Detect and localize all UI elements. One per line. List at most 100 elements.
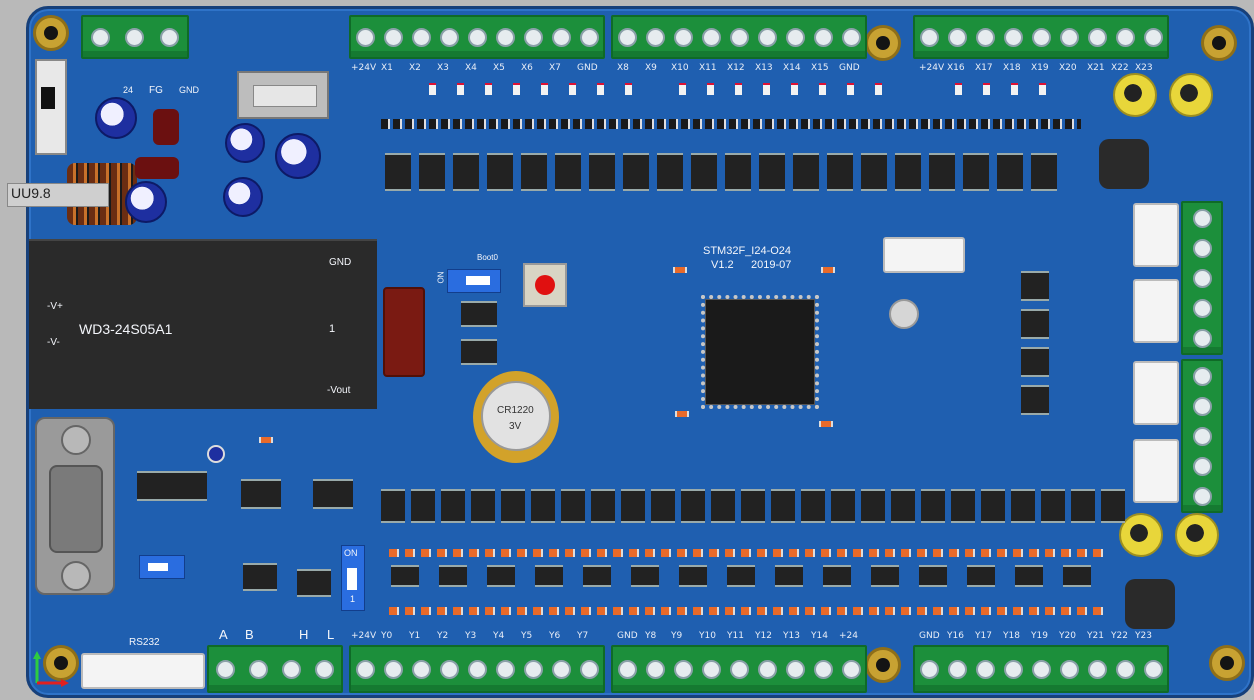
- ic-chip: [461, 339, 497, 365]
- rs232-jst-connector[interactable]: [81, 653, 205, 689]
- jst-connector[interactable]: [1133, 203, 1179, 267]
- boot-label: Boot0: [477, 253, 498, 262]
- led-indicator: [889, 299, 919, 329]
- input-label: GND: [839, 63, 860, 73]
- bottom-output-labels: +24V Y0 Y1 Y2 Y3 Y4 Y5 Y6 Y7 GND Y8 Y9 Y…: [351, 631, 1152, 643]
- input-label: X3: [437, 63, 449, 73]
- smd-resistor: [821, 267, 835, 273]
- input-label: X2: [409, 63, 421, 73]
- ic-chip: [297, 569, 331, 597]
- mounting-hole: [865, 25, 901, 61]
- input-label: X12: [727, 63, 745, 73]
- mounting-hole: [33, 15, 69, 51]
- rs485-dip-switch[interactable]: [139, 555, 185, 579]
- output-label: Y21: [1087, 631, 1104, 641]
- output-label: Y13: [783, 631, 800, 641]
- bottom-resistor-row: [389, 549, 1109, 557]
- output-label: Y17: [975, 631, 992, 641]
- output-label: Y16: [947, 631, 964, 641]
- input-label: X14: [783, 63, 801, 73]
- jst-connector[interactable]: [1133, 279, 1179, 343]
- input-terminal-block-2: [611, 15, 867, 59]
- input-label: X16: [947, 63, 965, 73]
- output-label: Y4: [493, 631, 505, 641]
- input-label: X13: [755, 63, 773, 73]
- input-label: X5: [493, 63, 505, 73]
- input-label: X23: [1135, 63, 1153, 73]
- output-label: Y2: [437, 631, 449, 641]
- output-label: Y11: [727, 631, 744, 641]
- jst-connector[interactable]: [883, 237, 965, 273]
- label-h: H: [299, 627, 309, 642]
- smd-resistor: [673, 267, 687, 273]
- dip-on-label: ON: [344, 548, 358, 558]
- can-dip-switch[interactable]: ON 1: [341, 545, 365, 611]
- ic-chip: [1021, 271, 1049, 301]
- ic-chip: [1021, 347, 1049, 377]
- input-label: X4: [465, 63, 477, 73]
- db9-serial-connector[interactable]: [35, 417, 115, 595]
- input-label: GND: [577, 63, 598, 73]
- output-label: Y3: [465, 631, 477, 641]
- board-version: V1.2: [711, 259, 734, 271]
- output-label: GND: [617, 631, 638, 641]
- input-label: X6: [521, 63, 533, 73]
- yellow-capacitor: [1119, 513, 1163, 557]
- output-terminal-block-2: [611, 645, 867, 693]
- rs232-label: RS232: [129, 637, 160, 648]
- bottom-driver-row: [381, 489, 1125, 523]
- ic-chip: [1021, 309, 1049, 339]
- dcdc-plus: 1: [329, 323, 336, 335]
- electrolytic-capacitor: [125, 181, 167, 223]
- mounting-hole: [1209, 645, 1245, 681]
- ic-chip: [1021, 385, 1049, 415]
- gnd-label: GND: [179, 85, 199, 95]
- output-label: Y5: [521, 631, 533, 641]
- output-label: +24V: [351, 631, 377, 641]
- input-label: X21: [1087, 63, 1105, 73]
- output-label: Y9: [671, 631, 683, 641]
- coin-cell-battery: CR1220 3V: [473, 371, 559, 463]
- input-label: X1: [381, 63, 393, 73]
- dcdc-module: WD3-24S05A1 GND 1 -V+ -V- -Vout: [29, 239, 377, 409]
- input-label: +24V: [351, 63, 377, 73]
- mounting-hole: [43, 645, 79, 681]
- output-label: Y0: [381, 631, 393, 641]
- dcdc-vin-plus: -V+: [47, 301, 63, 312]
- smd-resistor: [819, 421, 833, 427]
- dcdc-label: WD3-24S05A1: [79, 321, 173, 337]
- fuse: [383, 287, 425, 377]
- input-label: X9: [645, 63, 657, 73]
- electrolytic-capacitor: [275, 133, 321, 179]
- input-label: +24V: [919, 63, 945, 73]
- smd-resistor: [259, 437, 273, 443]
- input-label: X15: [811, 63, 829, 73]
- output-label: Y18: [1003, 631, 1020, 641]
- origin-axis-icon: [33, 651, 69, 687]
- output-label: Y23: [1135, 631, 1152, 641]
- usb-connector[interactable]: [237, 71, 329, 119]
- output-label: Y6: [549, 631, 561, 641]
- jst-connector[interactable]: [1133, 361, 1179, 425]
- boot-dip-switch[interactable]: [447, 269, 501, 293]
- input-terminal-block-1: [349, 15, 605, 59]
- right-terminal-block-2: [1181, 359, 1223, 513]
- label-l: L: [327, 627, 335, 642]
- tantalum-capacitor: [153, 109, 179, 145]
- yellow-capacitor: [1113, 73, 1157, 117]
- ic-chip: [241, 479, 281, 509]
- power-terminal-block: [81, 15, 189, 59]
- transceiver-chip: [137, 471, 207, 501]
- input-label: X17: [975, 63, 993, 73]
- pcb-board: FG GND 24 +24V X1 X2 X3 X4 X5 X6 X7 GND …: [7, 6, 1254, 698]
- ic-chip: [243, 563, 277, 591]
- dcdc-vin-minus: -V-: [47, 337, 60, 348]
- label-b: B: [245, 627, 254, 642]
- jst-connector[interactable]: [1133, 439, 1179, 503]
- output-label: Y12: [755, 631, 772, 641]
- v24-label: 24: [123, 85, 134, 95]
- output-terminal-block-1: [349, 645, 605, 693]
- output-terminal-block-3: [913, 645, 1169, 693]
- reset-button[interactable]: [523, 263, 567, 307]
- power-switch[interactable]: [35, 59, 67, 155]
